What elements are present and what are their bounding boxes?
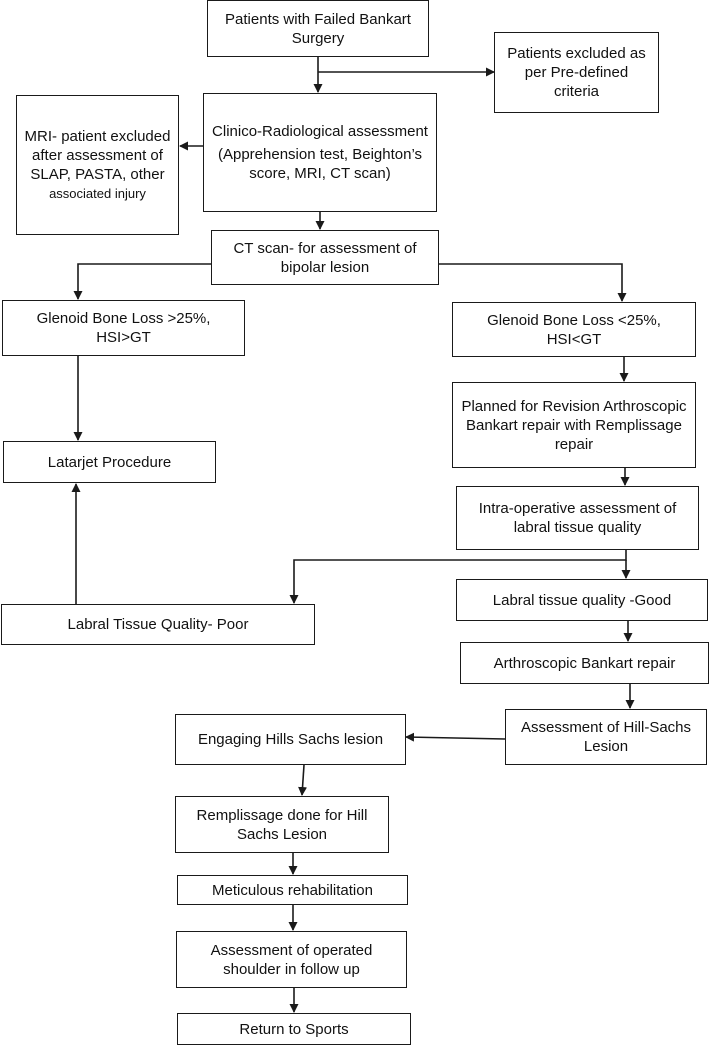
node-glenoid-gt25: Glenoid Bone Loss >25%, HSI>GT (2, 300, 245, 356)
node-arthroscopic-bankart: Arthroscopic Bankart repair (460, 642, 709, 684)
arrow-intraop-to-poor (289, 550, 627, 604)
node-intraop-assessment: Intra-operative assessment of labral tis… (456, 486, 699, 550)
clinico-detail: (Apprehension test, Beighton’s score, MR… (217, 146, 423, 182)
node-excluded-criteria: Patients excluded as per Pre-defined cri… (494, 32, 659, 113)
node-latarjet: Latarjet Procedure (3, 441, 216, 483)
node-assessment-hill-sachs: Assessment of Hill-Sachs Lesion (505, 709, 707, 765)
node-engaging-hill-sachs: Engaging Hills Sachs lesion (175, 714, 406, 765)
mri-excluded-text: MRI- patient excluded after assessment o… (24, 128, 171, 183)
mri-excluded-small: associated injury (49, 186, 146, 201)
node-clinico-radiological: Clinico-Radiological assessment (Apprehe… (203, 93, 437, 212)
node-rehabilitation: Meticulous rehabilitation (177, 875, 408, 905)
arrow-hs-to-engaging (405, 732, 506, 742)
node-ct-scan: CT scan- for assessment of bipolar lesio… (211, 230, 439, 285)
node-remplissage: Remplissage done for Hill Sachs Lesion (175, 796, 389, 853)
node-labral-poor: Labral Tissue Quality- Poor (1, 604, 315, 645)
node-followup-assessment: Assessment of operated shoulder in follo… (176, 931, 407, 988)
node-glenoid-lt25: Glenoid Bone Loss <25%, HSI<GT (452, 302, 696, 357)
clinico-title: Clinico-Radiological assessment (212, 123, 428, 140)
node-labral-good: Labral tissue quality -Good (456, 579, 708, 621)
node-return-to-sports: Return to Sports (177, 1013, 411, 1045)
arrow-ct-to-glenoid-lt25 (438, 263, 627, 302)
node-planned-revision: Planned for Revision Arthroscopic Bankar… (452, 382, 696, 468)
node-failed-bankart-surgery: Patients with Failed Bankart Surgery (207, 0, 429, 57)
node-mri-excluded: MRI- patient excluded after assessment o… (16, 95, 179, 235)
arrow-engaging-to-remplissage (298, 764, 308, 796)
arrow-ct-to-glenoid-gt25 (73, 263, 211, 300)
